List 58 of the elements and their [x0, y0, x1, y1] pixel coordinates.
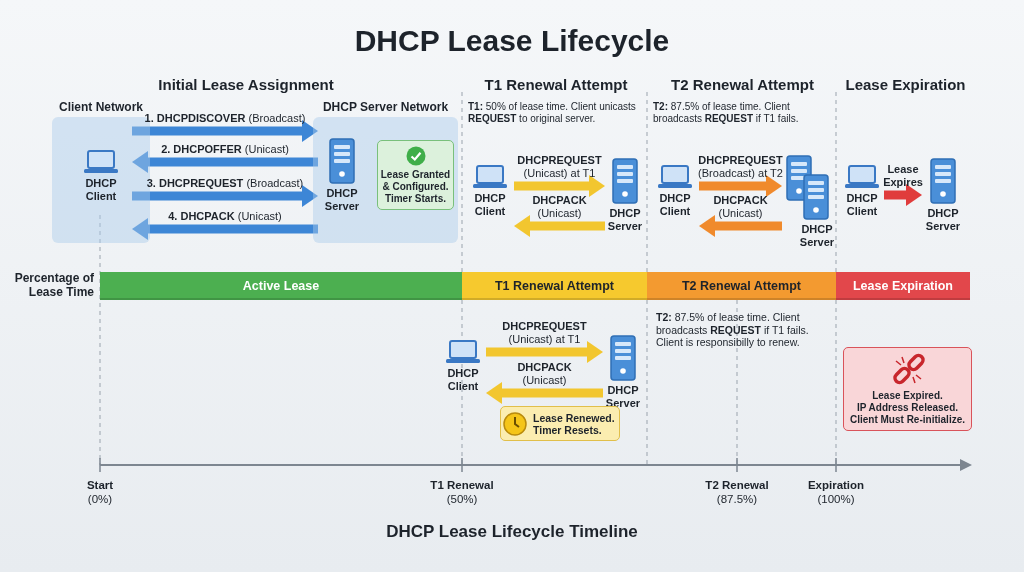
edge-label: DHCPREQUEST (Unicast) at T1	[501, 320, 588, 346]
arrow	[514, 215, 605, 237]
arrow	[514, 175, 605, 197]
device-label: DHCP Client	[446, 367, 480, 393]
device-label: DHCP Server	[924, 207, 962, 233]
section-heading: T2 Renewal Attempt	[670, 76, 815, 94]
edge-label: DHCPREQUEST (Unicast) at T1	[516, 154, 603, 180]
tick-label: T1 Renewal (50%)	[429, 479, 495, 507]
section-heading: Initial Lease Assignment	[157, 76, 335, 94]
note-text: T1: 50% of lease time. Client unicasts REQUEST to original server.	[468, 101, 637, 125]
panel-heading: Client Network	[58, 100, 144, 114]
callout-text: Lease Granted & Configured. Timer Starts.	[379, 168, 452, 205]
device-label: DHCP Server	[323, 187, 361, 213]
device-label: DHCP Client	[658, 192, 692, 218]
edge-label: DHCPREQUEST (Broadcast) at T2	[697, 154, 784, 180]
phase-bar: Active Lease	[100, 272, 462, 300]
callout-box	[843, 347, 972, 431]
phase-bar: T1 Renewal Attempt	[462, 272, 647, 300]
device-label: DHCP Server	[604, 384, 642, 410]
section-heading: Lease Expiration	[844, 76, 967, 94]
arrow	[486, 382, 603, 404]
arrow	[699, 215, 782, 237]
edge-label: 1. DHCPDISCOVER (Broadcast)	[143, 112, 307, 125]
callout-box	[377, 140, 454, 210]
arrow	[884, 184, 922, 206]
callout-text: Lease Expired. IP Address Released. Client Must Re-initialize.	[849, 389, 966, 426]
axis-title: Percentage of Lease Time	[13, 271, 94, 300]
panel-heading: DHCP Server Network	[321, 100, 450, 114]
section-heading: T1 Renewal Attempt	[483, 76, 629, 94]
arrow	[699, 175, 782, 197]
tick-label: Expiration (100%)	[806, 479, 866, 507]
arrow	[132, 185, 318, 207]
device-label: DHCP Client	[473, 192, 507, 218]
device-label: DHCP Client	[84, 177, 118, 203]
note-text: T2: 87.5% of lease time. Client broadcasts REQUEST if T1 fails. Client is responsibilly to renew.	[656, 311, 810, 349]
caption: DHCP Lease Lifecycle Timeline	[385, 522, 639, 542]
device-label: DHCP Server	[798, 223, 836, 249]
edge-label: 3. DHCPREQUEST (Broadcast)	[145, 177, 305, 190]
tick-label: T2 Renewal (87.5%)	[704, 479, 770, 507]
callout-text: Lease Renewed. Timer Resets.	[533, 411, 616, 436]
device-label: DHCP Client	[845, 192, 879, 218]
arrow	[132, 151, 318, 173]
tick-label: Start (0%)	[85, 479, 115, 507]
device-label: DHCP Server	[606, 207, 644, 233]
arrow	[486, 341, 603, 363]
callout-box	[500, 406, 620, 441]
edge-label: DHCPACK (Unicast)	[531, 194, 588, 220]
edge-label: 4. DHCPACK (Unicast)	[167, 210, 283, 223]
note-text: T2: 87.5% of lease time. Client broadcasts REQUEST if T1 fails.	[653, 101, 800, 125]
edge-label: 2. DHCPOFFER (Unicast)	[160, 143, 290, 156]
edge-label: DHCPACK (Unicast)	[516, 361, 573, 387]
title: DHCP Lease Lifecycle	[353, 24, 671, 58]
arrow	[132, 120, 318, 142]
arrow	[132, 218, 318, 240]
edge-label: Lease Expires	[882, 163, 924, 189]
phase-bar: T2 Renewal Attempt	[647, 272, 836, 300]
phase-bar: Lease Expiration	[836, 272, 970, 300]
edge-label: DHCPACK (Unicast)	[712, 194, 769, 220]
